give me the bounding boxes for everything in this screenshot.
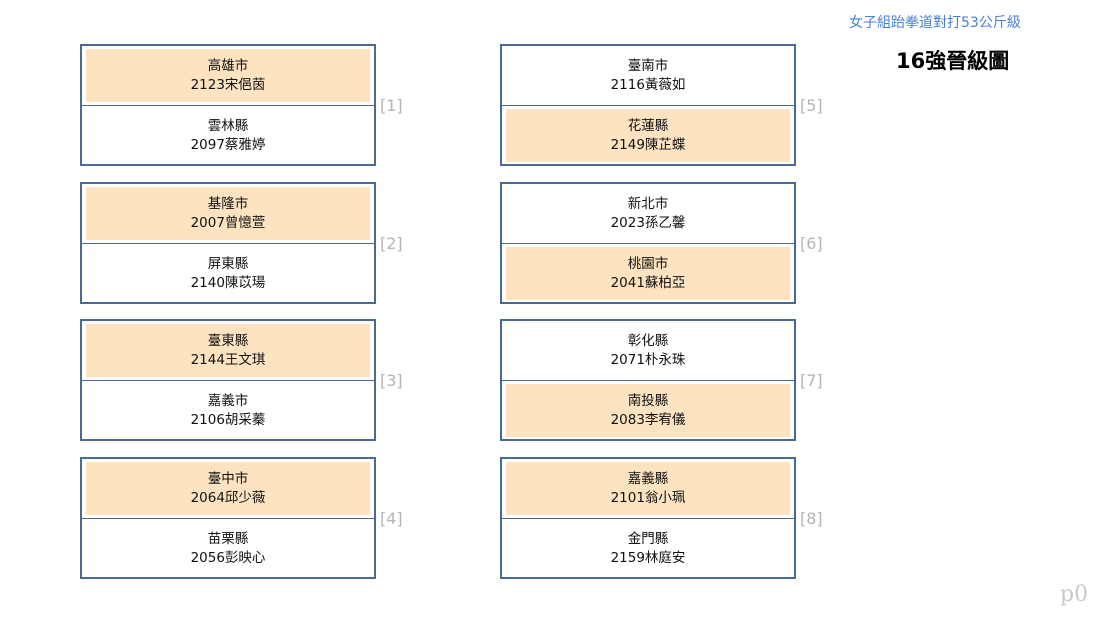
competitor-city: 嘉義縣: [627, 470, 669, 487]
match-number: [7]: [800, 371, 823, 390]
competitor-city: 屏東縣: [207, 255, 249, 272]
competitor-city: 彰化縣: [627, 332, 669, 349]
competitor-name: 2149陳芷蝶: [610, 136, 686, 153]
competitor-city: 雲林縣: [207, 117, 249, 134]
competitor-name: 2023孫乙馨: [610, 214, 686, 231]
competitor-name: 2116黃薇如: [610, 76, 686, 93]
competitor-name: 2097蔡雅婷: [190, 136, 266, 153]
match-number: [6]: [800, 234, 823, 253]
competitor-name: 2007曾憶萱: [190, 214, 266, 231]
competitor-city: 臺東縣: [207, 332, 249, 349]
match-box: 高雄市 2123宋俋茵雲林縣 2097蔡雅婷: [80, 44, 376, 166]
match-box: 臺中市 2064邱少薇苗栗縣 2056彭映心: [80, 457, 376, 579]
bracket-title: 16強晉級圖: [896, 49, 1010, 73]
winner-highlight: [86, 49, 370, 102]
competitor-slot-top: 基隆市 2007曾憶萱: [82, 184, 374, 244]
winner-highlight: [506, 384, 790, 437]
competitor-slot-bottom: 苗栗縣 2056彭映心: [82, 519, 374, 578]
competitor-slot-top: 嘉義縣 2101翁小珮: [502, 459, 794, 519]
competitor-name: 2041蘇柏亞: [610, 274, 686, 291]
competitor-city: 南投縣: [627, 392, 669, 409]
page-label: p0: [1060, 582, 1089, 607]
competitor-slot-bottom: 南投縣 2083李宥儀: [502, 381, 794, 440]
match-number: [5]: [800, 96, 823, 115]
competitor-slot-bottom: 雲林縣 2097蔡雅婷: [82, 106, 374, 165]
competitor-name: 2140陳苡瑒: [190, 274, 266, 291]
competitor-city: 臺南市: [627, 57, 669, 74]
competitor-name: 2144王文琪: [190, 351, 266, 368]
competitor-name: 2064邱少薇: [190, 489, 266, 506]
match-box: 彰化縣 2071朴永珠南投縣 2083李宥儀: [500, 319, 796, 441]
match-number: [3]: [380, 371, 403, 390]
competitor-slot-bottom: 桃園市 2041蘇柏亞: [502, 244, 794, 303]
competitor-city: 新北市: [627, 195, 669, 212]
match-box: 新北市 2023孫乙馨桃園市 2041蘇柏亞: [500, 182, 796, 304]
competitor-slot-bottom: 嘉義市 2106胡采蓁: [82, 381, 374, 440]
competitor-name: 2056彭映心: [190, 549, 266, 566]
match-number: [1]: [380, 96, 403, 115]
match-number: [2]: [380, 234, 403, 253]
match-box: 基隆市 2007曾憶萱屏東縣 2140陳苡瑒: [80, 182, 376, 304]
winner-highlight: [86, 324, 370, 377]
competitor-slot-bottom: 屏東縣 2140陳苡瑒: [82, 244, 374, 303]
winner-highlight: [506, 109, 790, 162]
competitor-name: 2101翁小珮: [610, 489, 686, 506]
competitor-name: 2159林庭安: [610, 549, 686, 566]
competitor-slot-top: 臺中市 2064邱少薇: [82, 459, 374, 519]
competitor-city: 高雄市: [207, 57, 249, 74]
match-box: 嘉義縣 2101翁小珮金門縣 2159林庭安: [500, 457, 796, 579]
competitor-city: 金門縣: [627, 530, 669, 547]
competitor-slot-bottom: 金門縣 2159林庭安: [502, 519, 794, 578]
winner-highlight: [86, 462, 370, 515]
competitor-city: 臺中市: [207, 470, 249, 487]
match-number: [8]: [800, 509, 823, 528]
competitor-name: 2083李宥儀: [610, 411, 686, 428]
winner-highlight: [506, 247, 790, 300]
competitor-city: 桃園市: [627, 255, 669, 272]
match-number: [4]: [380, 509, 403, 528]
category-title: 女子組跆拳道對打53公斤級: [849, 15, 1021, 31]
winner-highlight: [506, 462, 790, 515]
competitor-name: 2106胡采蓁: [190, 411, 266, 428]
competitor-slot-top: 彰化縣 2071朴永珠: [502, 321, 794, 381]
competitor-slot-top: 新北市 2023孫乙馨: [502, 184, 794, 244]
competitor-city: 花蓮縣: [627, 117, 669, 134]
competitor-slot-top: 臺東縣 2144王文琪: [82, 321, 374, 381]
competitor-city: 苗栗縣: [207, 530, 249, 547]
competitor-slot-bottom: 花蓮縣 2149陳芷蝶: [502, 106, 794, 165]
winner-highlight: [86, 187, 370, 240]
competitor-slot-top: 高雄市 2123宋俋茵: [82, 46, 374, 106]
competitor-city: 基隆市: [207, 195, 249, 212]
competitor-city: 嘉義市: [207, 392, 249, 409]
competitor-name: 2123宋俋茵: [190, 76, 266, 93]
match-box: 臺東縣 2144王文琪嘉義市 2106胡采蓁: [80, 319, 376, 441]
match-box: 臺南市 2116黃薇如花蓮縣 2149陳芷蝶: [500, 44, 796, 166]
competitor-slot-top: 臺南市 2116黃薇如: [502, 46, 794, 106]
competitor-name: 2071朴永珠: [610, 351, 686, 368]
